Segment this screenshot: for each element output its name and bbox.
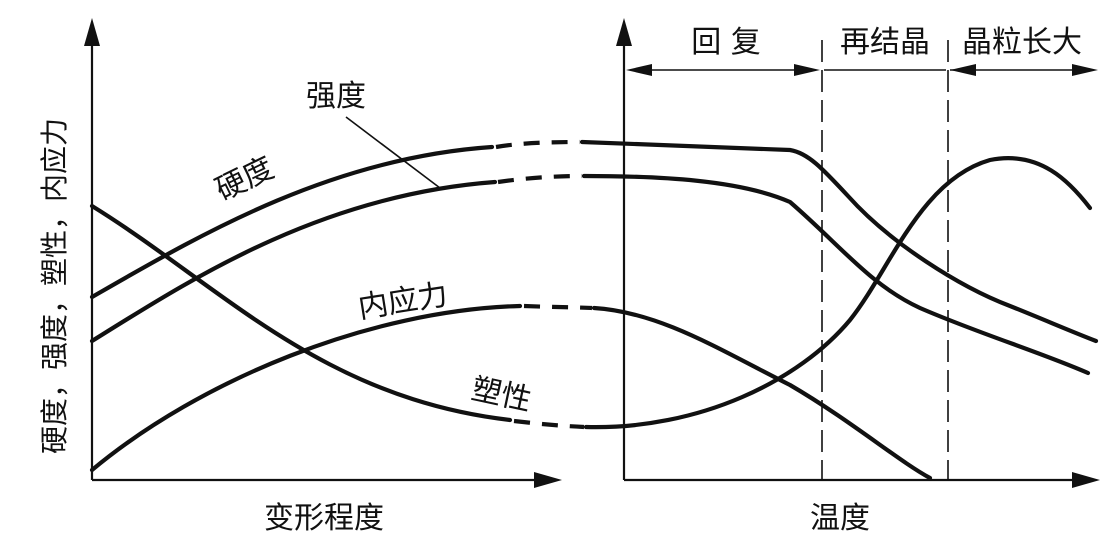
recovery-range-arrow-right (794, 64, 820, 76)
plasticity-label: 塑性 (468, 372, 534, 419)
right-y-axis-arrow (616, 18, 632, 46)
left-x-axis-label: 变形程度 (264, 501, 384, 536)
stage-recrystallization-label: 再结晶 (840, 25, 930, 60)
strength-label: 强度 (306, 79, 366, 114)
grain-growth-range-arrow-left (950, 64, 976, 76)
internal-stress-label: 内应力 (356, 277, 450, 326)
right-x-axis-label: 温度 (810, 501, 870, 536)
strength-curve-left (89, 179, 498, 344)
y-axis-label: 硬度，强度，塑性，内应力 (38, 118, 71, 454)
internal-stress-curve-left (89, 303, 523, 473)
grain-growth-range-arrow-right (1072, 64, 1098, 76)
stage-recovery-label: 回 复 (691, 25, 761, 60)
strength-curve-right (581, 173, 1091, 376)
plasticity-curve-left (89, 203, 513, 423)
strength-curve-gap (497, 173, 583, 185)
hardness-curve-right (579, 139, 1099, 344)
left-y-axis-arrow (84, 18, 100, 46)
stage-grain-growth-label: 晶粒长大 (962, 25, 1082, 60)
left-x-axis-arrow (534, 472, 562, 488)
internal-stress-curve-right (591, 305, 933, 481)
hardness-label: 硬度 (210, 150, 279, 208)
plasticity-curve-gap (513, 418, 585, 430)
strength-label-leader (345, 116, 441, 189)
hardness-curve-left (89, 144, 495, 300)
right-x-axis-arrow (1072, 472, 1100, 488)
internal-stress-curve-gap (523, 303, 593, 311)
recovery-range-arrow-left (626, 64, 652, 76)
plasticity-curve-right (583, 156, 1093, 430)
hardness-curve-gap (495, 139, 581, 150)
